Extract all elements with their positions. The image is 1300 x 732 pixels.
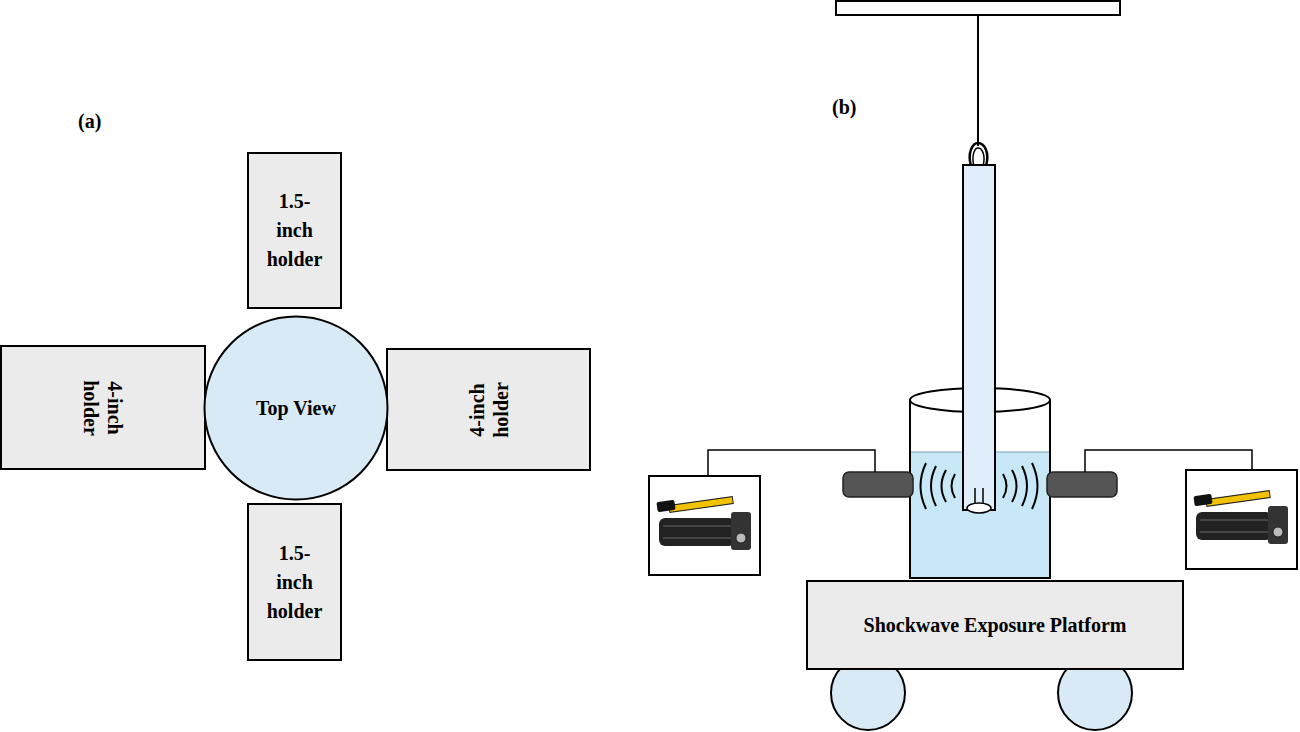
pump-frame	[649, 476, 760, 575]
pump-valve	[1273, 527, 1283, 537]
pump-valve	[736, 533, 746, 543]
circle-shape	[205, 317, 388, 500]
hydraulic-pump	[649, 476, 760, 575]
holder-box: 1.5-inch holder	[247, 152, 342, 309]
tube-tip	[967, 503, 991, 513]
panel-label: (a)	[78, 110, 101, 133]
shock-wave	[1022, 466, 1027, 506]
pump-head	[1268, 506, 1288, 544]
side-pipe	[843, 472, 913, 497]
shock-wave	[1032, 463, 1038, 509]
holder-box: 4-inch holder	[0, 345, 206, 470]
hydraulic-pump	[1186, 470, 1297, 569]
node-label: 4-inch holder	[465, 364, 513, 456]
top-view-circle: Top View	[203, 315, 389, 501]
node-label: 1.5-inch holder	[263, 539, 327, 626]
pump-stripe	[1200, 520, 1270, 521]
shock-wave	[1012, 470, 1017, 502]
hook-loop	[970, 143, 988, 166]
pump-handle	[1206, 491, 1270, 507]
hose-line	[1085, 450, 1252, 472]
pump-handle	[669, 497, 733, 513]
pump-frame	[1186, 470, 1297, 569]
pump-body	[659, 518, 735, 546]
holder-box: 1.5-inch holder	[247, 503, 342, 661]
node-label: Shockwave Exposure Platform	[815, 613, 1175, 637]
pump-stripe	[663, 526, 733, 527]
platform-box: Shockwave Exposure Platform	[806, 580, 1184, 670]
holder-box: 4-inch holder	[386, 348, 591, 471]
pump-stripe	[1200, 532, 1270, 533]
shock-wave	[921, 463, 927, 509]
hose-line	[708, 450, 875, 476]
panel-label: (b)	[832, 96, 856, 119]
shock-wave	[931, 466, 936, 506]
shock-wave	[952, 474, 956, 498]
hook-loop	[973, 148, 984, 166]
pump-head	[731, 512, 751, 550]
side-pipe	[1047, 472, 1117, 497]
pump-stripe	[663, 538, 733, 539]
pump-body	[1196, 512, 1272, 540]
node-label: Top View	[221, 396, 371, 420]
node-label: 1.5-inch holder	[263, 187, 327, 274]
ceiling-mount	[836, 1, 1120, 15]
shock-wave	[1003, 474, 1007, 498]
shock-wave	[942, 470, 947, 502]
node-label: 4-inch holder	[79, 362, 127, 454]
suspension-wire	[977, 15, 979, 146]
pump-grip	[1193, 494, 1212, 506]
pump-grip	[656, 500, 675, 512]
shockwave-tube	[963, 165, 995, 510]
